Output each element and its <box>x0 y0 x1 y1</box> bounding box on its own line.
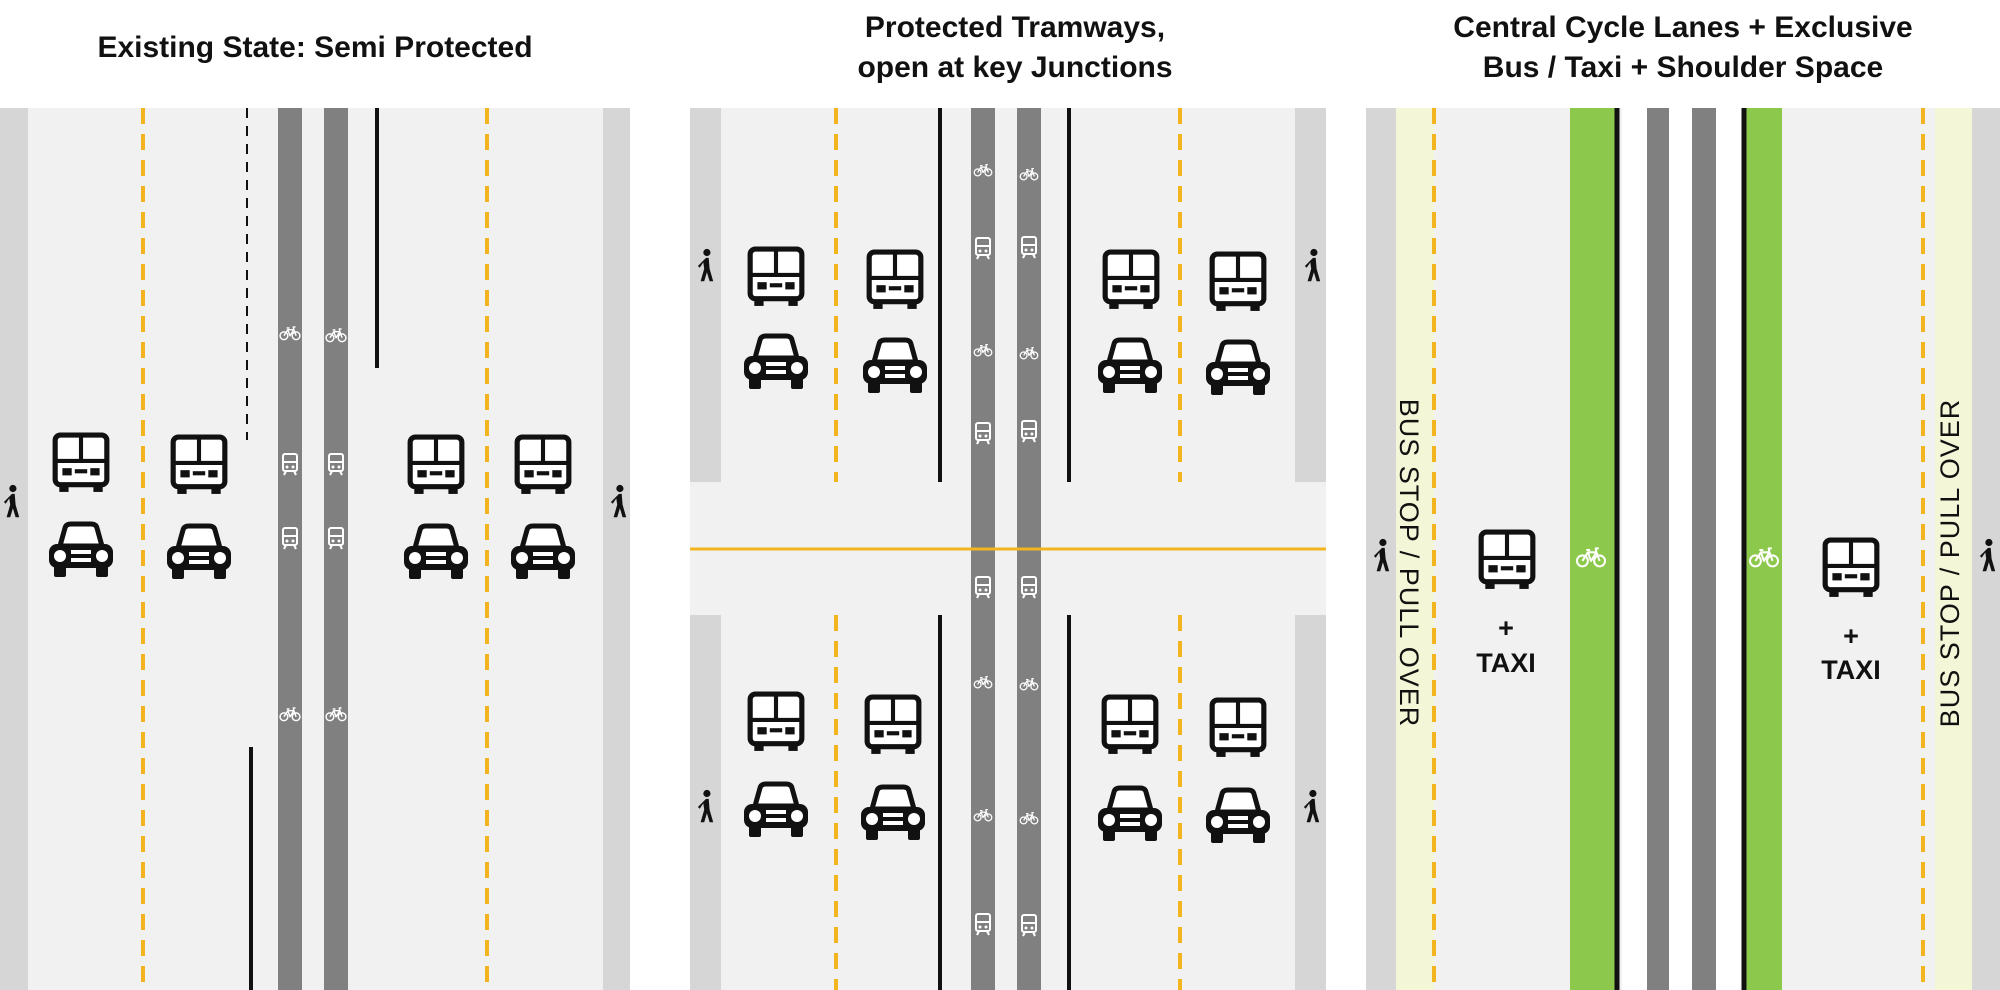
panel-title-tramways: Protected Tramways, open at key Junction… <box>857 11 1173 84</box>
tram-track <box>1647 108 1669 990</box>
taxi-label-left: TAXI <box>1476 648 1536 678</box>
bus-icon <box>750 694 802 751</box>
sidewalk-right <box>603 108 630 990</box>
cycle-lane-left <box>1570 108 1616 990</box>
sidewalk-left <box>0 108 28 990</box>
bus-stop-label-right: BUS STOP / PULL OVER <box>1935 399 1965 728</box>
bus-icon <box>869 252 921 309</box>
bus-stop-shoulder-right <box>1935 108 1972 990</box>
central-reserve <box>1622 108 1746 990</box>
bus-icon <box>1825 540 1877 597</box>
panel-title-central: Central Cycle Lanes + Exclusive Bus / Ta… <box>1453 11 1913 84</box>
bus-icon <box>1212 700 1264 757</box>
sidewalk-right <box>1295 108 1326 482</box>
taxi-label-right: TAXI <box>1821 655 1881 685</box>
cycle-lane-right <box>1746 108 1782 990</box>
bus-icon <box>750 249 802 306</box>
tram-track <box>1692 108 1716 990</box>
bus-icon <box>1105 252 1157 309</box>
plus-sign-right: + <box>1843 621 1859 651</box>
bus-icon <box>1481 532 1533 589</box>
sidewalk-left <box>690 108 721 482</box>
tram-track <box>324 108 348 990</box>
bus-stop-shoulder-left <box>1396 108 1434 990</box>
sidewalk-right <box>1972 108 2000 990</box>
bus-icon <box>410 437 462 494</box>
bus-icon <box>55 435 107 492</box>
tram-track <box>278 108 302 990</box>
bus-icon <box>1104 697 1156 754</box>
bus-icon <box>173 437 225 494</box>
bus-stop-label-left: BUS STOP / PULL OVER <box>1394 399 1424 728</box>
bus-icon <box>517 437 569 494</box>
bus-icon <box>1212 254 1264 311</box>
panel-title-existing: Existing State: Semi Protected <box>97 31 533 64</box>
bus-icon <box>867 697 919 754</box>
plus-sign-left: + <box>1498 613 1514 643</box>
